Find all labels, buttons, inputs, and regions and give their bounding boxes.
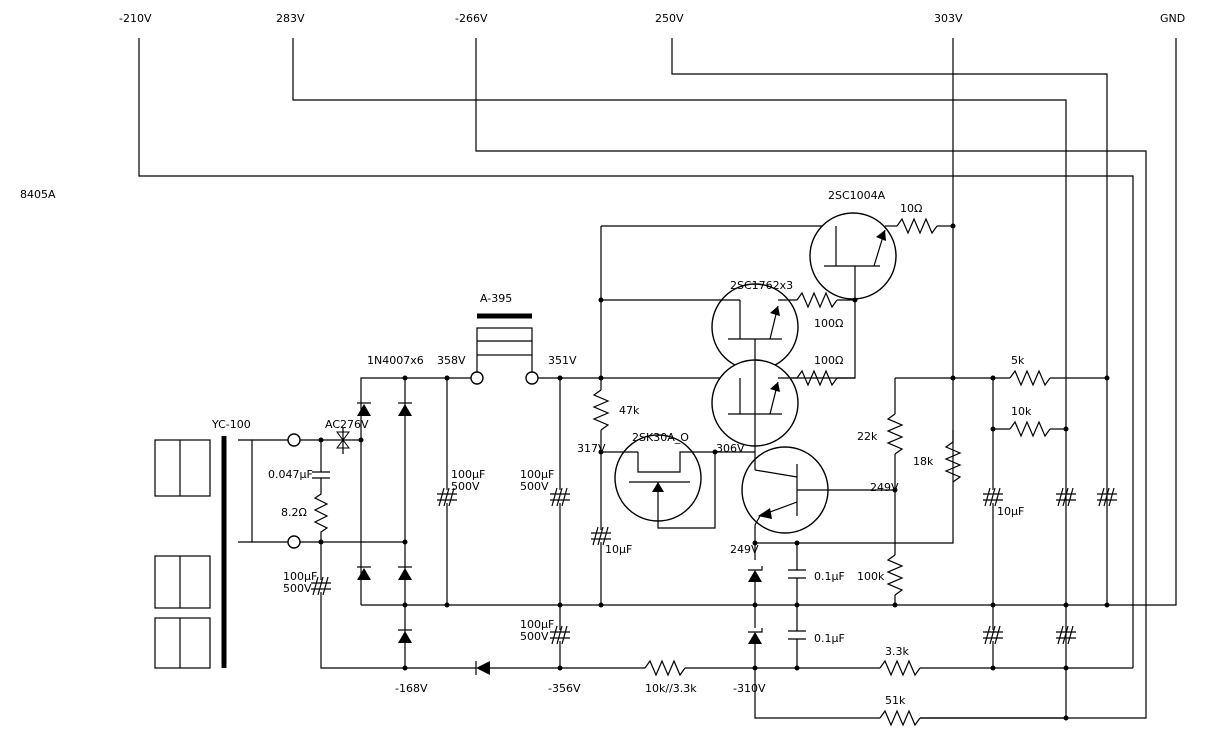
- neg356-label: -356V: [548, 682, 581, 695]
- cap1-label: 100μF: [451, 468, 485, 481]
- terminal-label-neg210: -210V: [119, 12, 152, 25]
- v358-label: 358V: [437, 354, 466, 367]
- ac-voltage-label: AC276V: [325, 418, 369, 431]
- choke-label: A-395: [480, 292, 512, 305]
- q-mid-label: 2SC1762x3: [730, 279, 793, 292]
- neg-cap-voltage: 500V: [283, 582, 312, 595]
- cap2-label: 100μF: [520, 468, 554, 481]
- zener-lower: [748, 628, 763, 644]
- transformer-label: YC-100: [211, 418, 251, 431]
- cap-fet-label: 10μF: [605, 543, 632, 556]
- transformer: [154, 436, 253, 669]
- terminal-label-250: 250V: [655, 12, 684, 25]
- snubber-res-label: 8.2Ω: [281, 506, 307, 519]
- ac-input-terminal-bottom[interactable]: [287, 535, 301, 549]
- neg168-label: -168V: [395, 682, 428, 695]
- snubber-cap-label: 0.047μF: [268, 468, 313, 481]
- v249-label: 249V: [730, 543, 759, 556]
- r100k-label: 100k: [857, 570, 885, 583]
- zener-upper: [748, 566, 763, 582]
- v351-label: 351V: [548, 354, 577, 367]
- cap3-voltage: 500V: [520, 630, 549, 643]
- r5k-label: 5k: [1011, 354, 1025, 367]
- r51k-label: 51k: [885, 694, 906, 707]
- terminal-label-303: 303V: [934, 12, 963, 25]
- r100b-label: 100Ω: [814, 354, 843, 367]
- cap2-voltage: 500V: [520, 480, 549, 493]
- choke-terminal-in[interactable]: [470, 371, 484, 385]
- ac-input-terminal-top[interactable]: [287, 433, 301, 447]
- terminal-routing-wires: [138, 38, 1177, 719]
- r33k-label: 3.3k: [885, 645, 909, 658]
- terminal-label-283: 283V: [276, 12, 305, 25]
- cap1-voltage: 500V: [451, 480, 480, 493]
- r18k-label: 18k: [913, 455, 934, 468]
- q-top-label: 2SC1004A: [828, 189, 886, 202]
- r22k-label: 22k: [857, 430, 878, 443]
- terminal-label-neg266: -266V: [455, 12, 488, 25]
- v249b-label: 249V: [870, 481, 899, 494]
- transistor-2sc1004a: [809, 212, 897, 300]
- r10-label: 10Ω: [900, 202, 922, 215]
- fet-label: 2SK30A_O: [632, 431, 689, 444]
- cap3-label: 100μF: [520, 618, 554, 631]
- neg-cap-label: 100μF: [283, 570, 317, 583]
- v306-label: 306V: [716, 442, 745, 455]
- c01b-label: 0.1μF: [814, 632, 845, 645]
- r10k-label: 10k: [1011, 405, 1032, 418]
- r10k33-label: 10k//3.3k: [645, 682, 697, 695]
- choke-terminal-out[interactable]: [525, 371, 539, 385]
- varistor: [336, 428, 350, 454]
- r47k-label: 47k: [619, 404, 640, 417]
- cap10u-label: 10μF: [997, 505, 1024, 518]
- v317-label: 317V: [577, 442, 606, 455]
- c01a-label: 0.1μF: [814, 570, 845, 583]
- terminal-label-gnd: GND: [1160, 12, 1185, 25]
- series-diode: [475, 661, 490, 675]
- model-label: 8405A: [20, 188, 56, 201]
- rectifier-label: 1N4007x6: [367, 354, 424, 367]
- r100a-label: 100Ω: [814, 317, 843, 330]
- neg310-label: -310V: [733, 682, 766, 695]
